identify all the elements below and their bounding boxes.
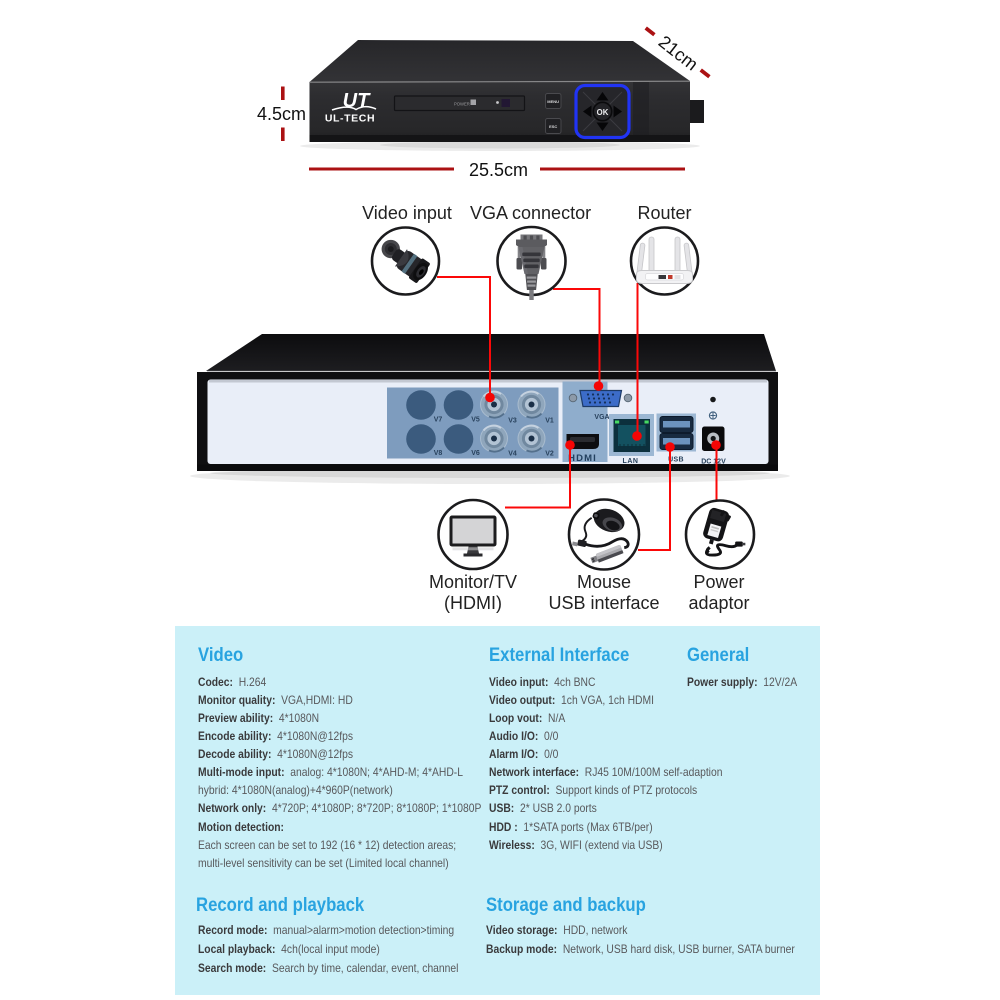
svg-text:V3: V3 xyxy=(508,418,517,425)
svg-text:ESC: ESC xyxy=(549,124,557,129)
svg-text:V2: V2 xyxy=(545,451,554,458)
svg-text:OK: OK xyxy=(597,108,609,117)
svg-text:V6: V6 xyxy=(471,450,480,457)
svg-text:HDMI: HDMI xyxy=(568,453,597,464)
svg-text:VGA: VGA xyxy=(594,414,609,421)
svg-text:V8: V8 xyxy=(434,450,443,457)
svg-text:LAN: LAN xyxy=(623,458,639,465)
svg-text:DC 12V: DC 12V xyxy=(701,459,726,466)
svg-text:V7: V7 xyxy=(434,417,443,424)
svg-text:V5: V5 xyxy=(471,417,480,424)
svg-text:V4: V4 xyxy=(508,451,517,458)
svg-text:UL-TECH: UL-TECH xyxy=(325,113,375,125)
svg-text:MENU: MENU xyxy=(547,99,559,104)
svg-text:POWER: POWER xyxy=(454,102,470,107)
svg-text:USB: USB xyxy=(668,457,684,464)
svg-text:V1: V1 xyxy=(545,418,554,425)
